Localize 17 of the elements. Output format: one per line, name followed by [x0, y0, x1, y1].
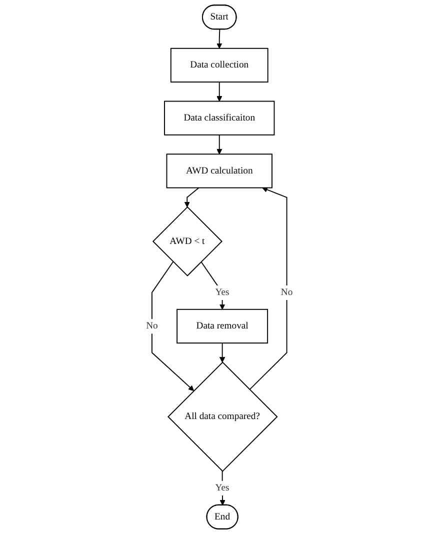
- node-box: Data removal: [176, 308, 268, 344]
- arrow: [216, 29, 222, 49]
- edge-label: Yes: [215, 287, 230, 298]
- arrow: [216, 82, 222, 102]
- node-box: Data collection: [170, 48, 268, 83]
- node-box: Data classificaiton: [164, 100, 275, 136]
- arrow: [220, 342, 226, 363]
- node-diamond: AWD < t: [152, 206, 223, 276]
- node-box: AWD calculation: [166, 154, 273, 188]
- arrow: [152, 261, 194, 392]
- edge-label: No: [146, 320, 158, 332]
- edge-label: Yes: [215, 482, 230, 493]
- arrow: [216, 134, 222, 154]
- edge-label: No: [281, 287, 293, 298]
- arrow: [249, 187, 288, 390]
- arrow: [184, 187, 200, 208]
- node-diamond: All data compared?: [168, 362, 278, 472]
